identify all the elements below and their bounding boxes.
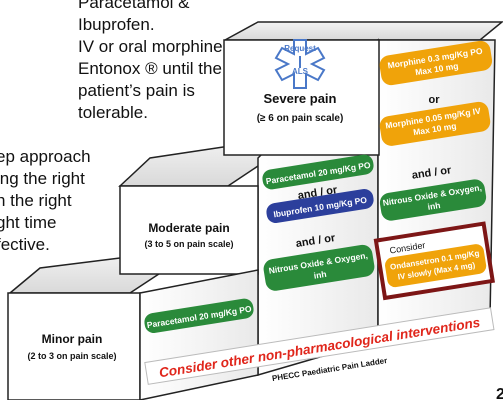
moderate-title: Moderate pain (148, 221, 229, 235)
intro-line: Entonox ® until the (78, 59, 222, 78)
svg-text:Request: Request (284, 44, 316, 53)
request-als-logo: Request ALS (274, 39, 326, 89)
side-line: ing the right (0, 169, 85, 188)
moderate-scale: (3 to 5 on pain scale) (144, 239, 233, 249)
ondansetron-box: Consider Ondansetron 0.1 mg/Kg IV slowly… (373, 221, 495, 301)
and-or-right: and / or (411, 164, 453, 182)
minor-title: Minor pain (42, 332, 103, 346)
side-line: ep approach (0, 147, 91, 166)
step-top-high (224, 21, 503, 41)
severe-title: Severe pain (264, 91, 337, 106)
nitrous-right-line2: inh (427, 200, 441, 212)
side-line: fective. (0, 235, 50, 254)
severe-scale: (≥ 6 on pain scale) (257, 113, 344, 124)
page-number: 2 (496, 386, 503, 400)
intro-line: tolerable. (78, 103, 148, 122)
intro-line: patient’s pain is (78, 81, 195, 100)
step-front-low (7, 292, 141, 400)
intro-text: Paracetamol & Ibuprofen. IV or oral morp… (78, 0, 228, 124)
or-label: or (429, 94, 441, 106)
step-front-mid (119, 185, 259, 275)
side-text: ep approach ing the right n the right gh… (0, 146, 160, 256)
side-line: ght time (0, 213, 57, 232)
side-line: n the right (0, 191, 72, 210)
minor-scale: (2 to 3 on pain scale) (27, 351, 116, 361)
nitrous-mid-line2: inh (313, 269, 327, 281)
svg-text:ALS: ALS (292, 67, 309, 76)
intro-line: IV or oral morphine, (78, 37, 228, 56)
intro-line: Paracetamol & Ibuprofen. (78, 0, 190, 34)
ibuprofen-pill: Ibuprofen 10 mg/Kg PO (266, 188, 374, 224)
nitrous-right-pill: Nitrous Oxide & Oxygen, inh (379, 179, 487, 221)
